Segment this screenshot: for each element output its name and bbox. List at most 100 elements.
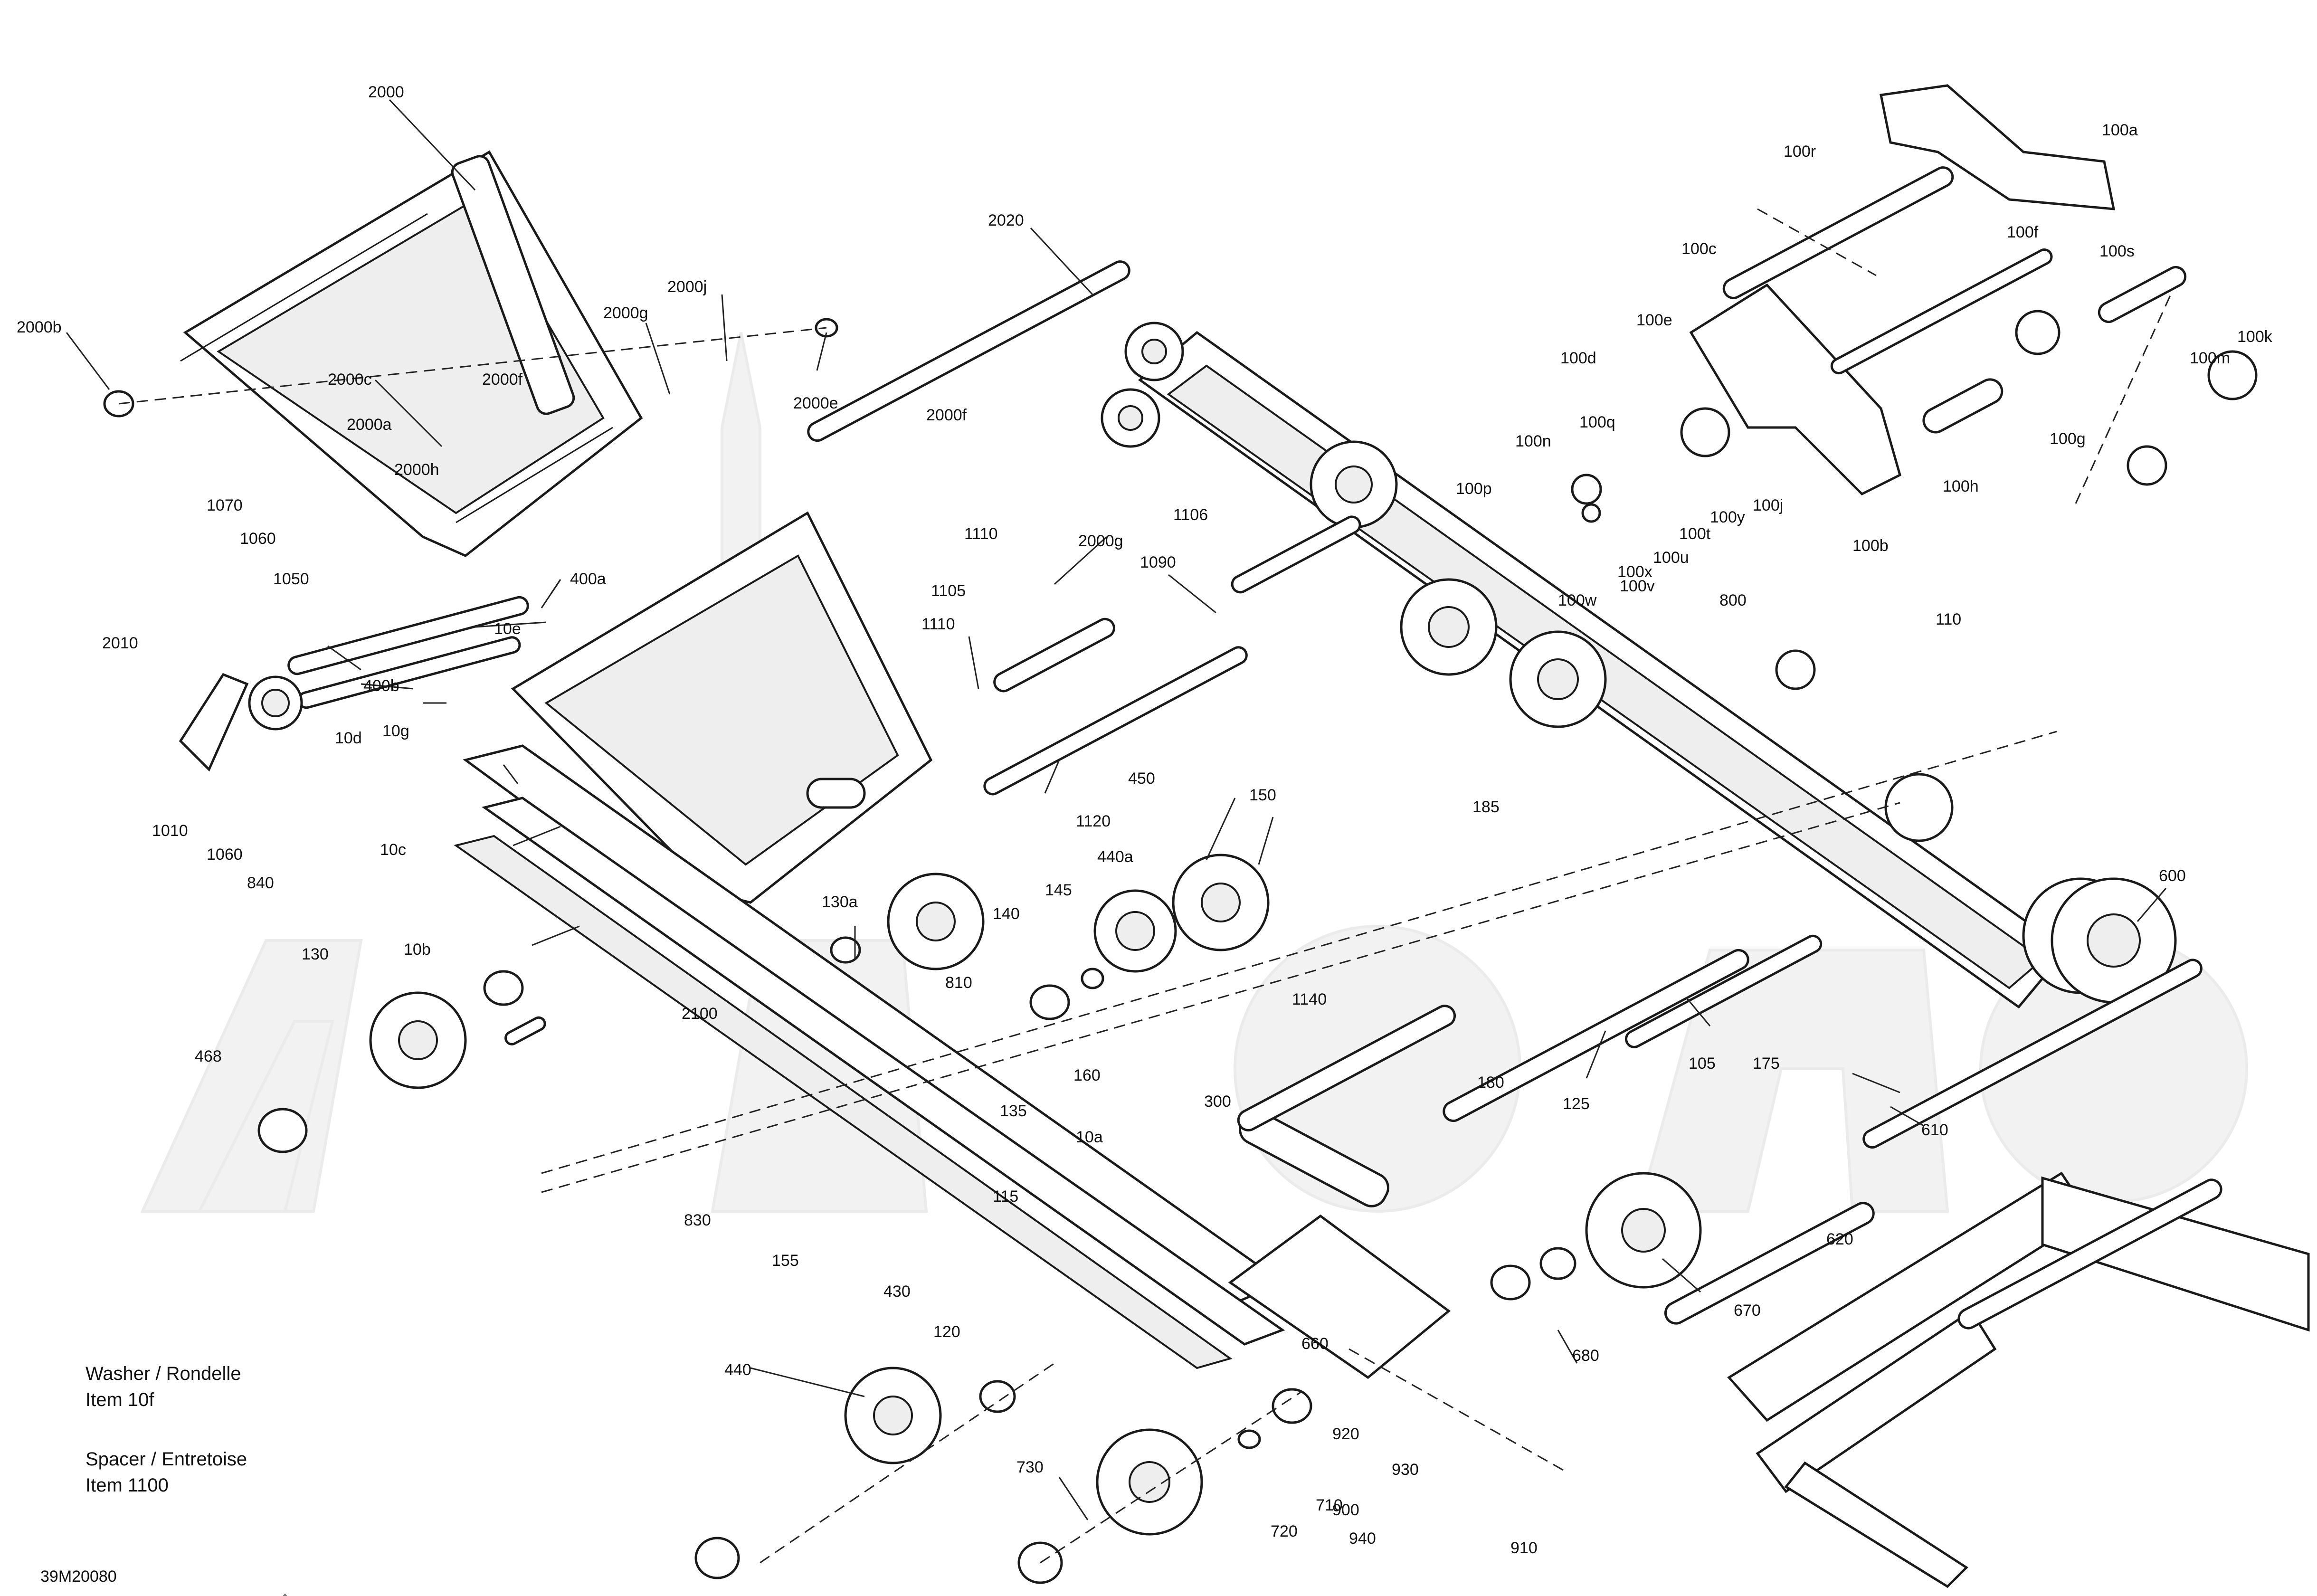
callout-label: 100s (2099, 242, 2135, 260)
upper-right-bracket (1571, 84, 2258, 690)
callout-label: 105 (1689, 1054, 1716, 1073)
callout-label: 100a (2102, 121, 2138, 139)
callout-label: 1120 (1076, 812, 1111, 830)
note-line: Item 1100 (85, 1475, 169, 1496)
callout-label: 730 (1016, 1458, 1044, 1476)
document-code: 39M20080 (40, 1568, 117, 1586)
callout-label: 130 (302, 945, 329, 963)
callout-label: 920 (1332, 1425, 1359, 1443)
callout-label: 100v (1620, 577, 1655, 595)
callout-label: 100x (1617, 563, 1652, 581)
callout-label: 600 (2159, 867, 2186, 885)
callout-label: 100q (1579, 413, 1615, 431)
callout-label: 10d (335, 729, 362, 747)
callout-label: 940 (1349, 1530, 1376, 1548)
callout-label: 2000f (482, 370, 523, 389)
callout-label: 1010 (152, 822, 188, 840)
callout-label: 2000g (1078, 532, 1123, 550)
callout-label: 840 (247, 874, 274, 892)
callout-label: 100j (1753, 496, 1783, 514)
callout-label: 1060 (207, 846, 243, 864)
callout-label: 100d (1560, 349, 1596, 367)
callout-label: 1060 (240, 530, 276, 548)
callout-label: 185 (1472, 798, 1500, 816)
callout-label: 450 (1128, 770, 1155, 788)
callout-label: 100m (2190, 349, 2230, 367)
callout-label: 1106 (1173, 506, 1208, 524)
callout-label: 660 (1301, 1335, 1329, 1353)
callout-label: 100b (1852, 537, 1889, 555)
note-line: Spacer / Entretoise (85, 1449, 247, 1470)
note-line: Item 10f (85, 1389, 154, 1410)
callout-label: 900 (1332, 1501, 1359, 1519)
callout-label: 2000a (347, 416, 392, 434)
callout-label: 120 (933, 1323, 960, 1341)
callout-label: 2000 (368, 83, 404, 101)
callout-label: 830 (684, 1211, 711, 1229)
callout-label: 440a (1097, 848, 1133, 866)
callout-label: 1110 (921, 615, 955, 633)
callout-label: 620 (1826, 1230, 1853, 1248)
callout-label: 10e (494, 620, 521, 638)
callout-label: 10c (380, 841, 406, 859)
callout-label: 100f (2007, 223, 2039, 241)
callout-label: 145 (1045, 881, 1072, 899)
note-line: Washer / Rondelle (85, 1363, 241, 1384)
callout-label: 100n (1515, 432, 1551, 450)
callout-label: 100w (1558, 591, 1597, 609)
callout-label: 100r (1784, 142, 1816, 161)
callout-label: 1105 (931, 582, 966, 600)
callout-label: 2100 (682, 1005, 718, 1023)
callout-label: 10g (382, 722, 409, 740)
callout-label: 110 (1936, 610, 1961, 628)
assembly-lines (118, 208, 2172, 1564)
callout-label: 10b (404, 940, 431, 959)
callout-label: 100y (1710, 508, 1745, 526)
callout-labels: 2000 2000b 2000c 2000a 2000h 2000f 2000g… (17, 83, 2273, 1557)
callout-label: 100p (1456, 480, 1492, 498)
shaft-2020 (807, 260, 1130, 442)
callout-label: 160 (1073, 1066, 1101, 1084)
callout-label: 300 (1204, 1092, 1231, 1111)
callout-label: 135 (1000, 1102, 1027, 1120)
leader-lines (66, 99, 2167, 1520)
callout-label: 2000c (328, 370, 372, 389)
callout-label: 175 (1753, 1054, 1780, 1073)
callout-label: 440 (724, 1361, 751, 1379)
callout-label: 810 (945, 974, 972, 992)
callout-label: 100c (1681, 240, 1717, 258)
callout-label: 130a (822, 893, 858, 911)
callout-label: 468 (195, 1047, 222, 1065)
callout-label: 710 (1316, 1496, 1343, 1514)
callout-label: 100t (1679, 525, 1711, 543)
callout-label: 610 (1921, 1121, 1948, 1139)
callout-label: 2000e (793, 394, 838, 412)
callout-label: 400a (570, 570, 606, 588)
callout-label: 155 (772, 1252, 799, 1270)
notes-block: Washer / Rondelle Item 10f Spacer / Entr… (85, 1363, 247, 1496)
callout-label: 930 (1392, 1461, 1419, 1479)
callout-label: 100u (1653, 549, 1689, 567)
callout-label: 2000h (394, 461, 439, 479)
callout-label: 2000j (667, 278, 707, 296)
callout-label: 670 (1734, 1302, 1761, 1320)
callout-label: 150 (1249, 786, 1276, 804)
callout-label: 1140 (1292, 990, 1327, 1008)
rail-10a (454, 744, 1285, 1369)
callout-label: 10a (1076, 1128, 1103, 1146)
callout-label: 2020 (988, 211, 1024, 229)
callout-label: 180 (1477, 1074, 1504, 1092)
callout-label: 680 (1572, 1347, 1599, 1365)
callout-label: 2000f (926, 406, 967, 424)
callout-label: 2000g (603, 304, 648, 322)
callout-label: 800 (1719, 591, 1747, 609)
pivot-shaft-400 (179, 596, 529, 772)
callout-label: 720 (1271, 1522, 1298, 1540)
callout-label: 100g (2050, 430, 2086, 448)
callout-label: 1090 (1140, 553, 1176, 571)
callout-label: 2000b (17, 318, 62, 336)
callout-label: 400b (363, 677, 399, 695)
callout-label: 100h (1943, 477, 1979, 495)
upper-arm-assembly (103, 150, 838, 557)
